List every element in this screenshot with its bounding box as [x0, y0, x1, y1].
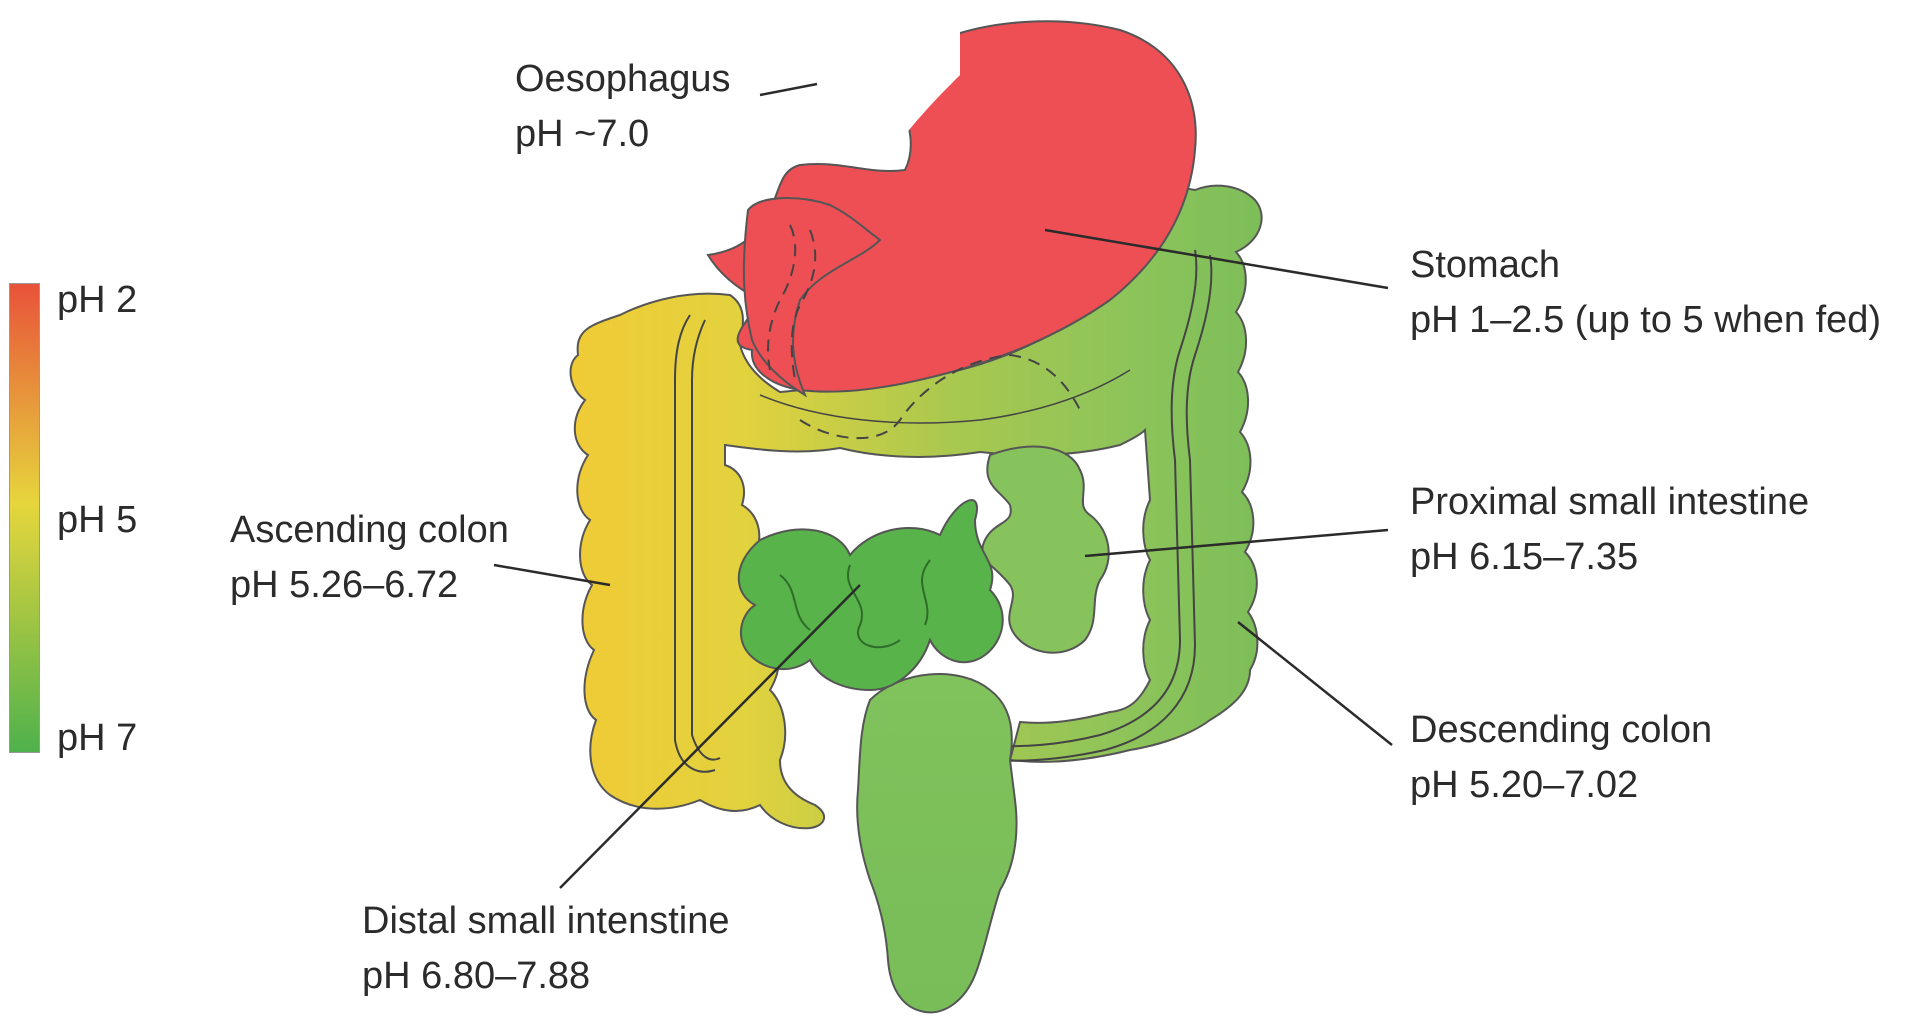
descending-colon-name: Descending colon	[1410, 703, 1712, 758]
label-ascending-colon: Ascending colon pH 5.26–6.72	[230, 503, 509, 613]
ascending-colon-name: Ascending colon	[230, 503, 509, 558]
label-stomach: Stomach pH 1–2.5 (up to 5 when fed)	[1410, 238, 1881, 348]
distal-small-intestine-shape	[739, 500, 1003, 690]
label-descending-colon: Descending colon pH 5.20–7.02	[1410, 703, 1712, 813]
proximal-small-intestine-name: Proximal small intestine	[1410, 475, 1809, 530]
label-oesophagus: Oesophagus pH ~7.0	[515, 52, 731, 162]
oesophagus-name: Oesophagus	[515, 52, 731, 107]
rectum-shape	[857, 674, 1016, 1012]
oesophagus-ph: pH ~7.0	[515, 107, 731, 162]
stomach-ph: pH 1–2.5 (up to 5 when fed)	[1410, 293, 1881, 348]
ascending-colon-ph: pH 5.26–6.72	[230, 558, 509, 613]
label-distal-small-intestine: Distal small intenstine pH 6.80–7.88	[362, 894, 729, 1004]
distal-small-intestine-ph: pH 6.80–7.88	[362, 949, 729, 1004]
distal-small-intestine-name: Distal small intenstine	[362, 894, 729, 949]
proximal-small-intestine-ph: pH 6.15–7.35	[1410, 530, 1809, 585]
stomach-name: Stomach	[1410, 238, 1881, 293]
label-proximal-small-intestine: Proximal small intestine pH 6.15–7.35	[1410, 475, 1809, 585]
descending-colon-ph: pH 5.20–7.02	[1410, 758, 1712, 813]
